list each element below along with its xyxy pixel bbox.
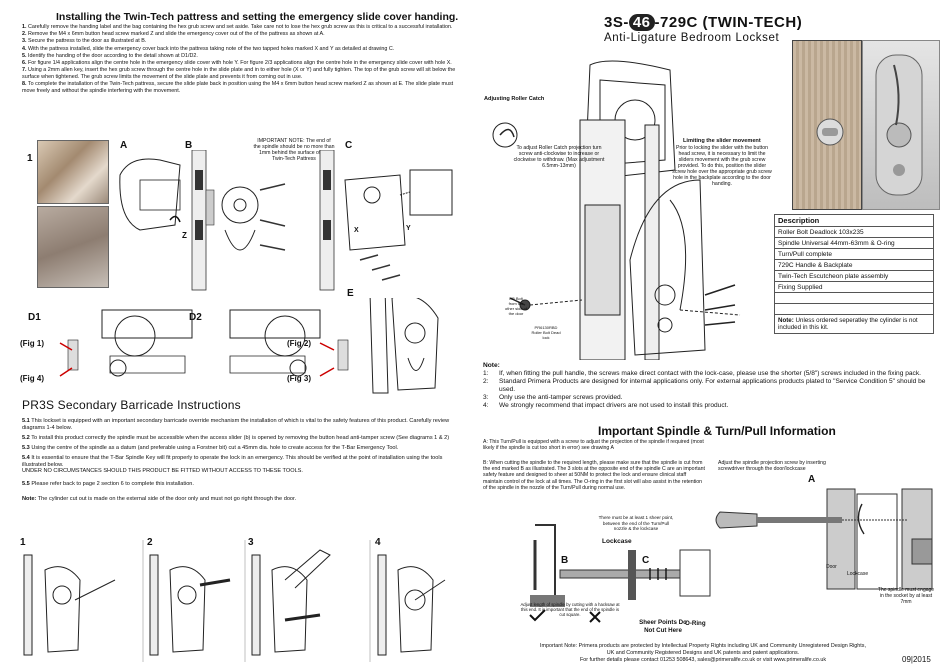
description-header: Description xyxy=(774,214,934,227)
note-item: 4:We strongly recommend that impact driv… xyxy=(483,402,729,409)
notes-block: Note: 1:If, when fitting the pull handle… xyxy=(483,362,933,410)
fig4-label: (Fig 4) xyxy=(20,374,44,383)
product-title: 3S-46-729C (TWIN-TECH) xyxy=(604,14,803,31)
description-row: Roller Bolt Deadlock 103x235 xyxy=(774,226,934,238)
description-row: Fixing Supplied xyxy=(774,281,934,293)
install-step: 6. For figure 1/4 applications align the… xyxy=(22,59,452,66)
install-step: 3. Secure the pattress to the door as il… xyxy=(22,38,147,45)
barricade-para: 5.4 It is essential to ensure that the T… xyxy=(22,454,443,468)
description-row xyxy=(774,303,934,315)
diagram-label-d2: D2 xyxy=(189,312,202,323)
important-note: IMPORTANT NOTE: The end of the spindle s… xyxy=(253,138,335,162)
barricade-title: PR3S Secondary Barricade Instructions xyxy=(22,398,241,412)
barricade-warning: UNDER NO CIRCUMSTANCES SHOULD THIS PRODU… xyxy=(22,468,303,475)
spindle-cutting-diagram xyxy=(529,524,711,623)
spindle-engage-note: The spindle must engage in the socket by… xyxy=(877,587,935,605)
install-step: 1. Carefully remove the handing label an… xyxy=(22,24,453,30)
fig1-label: (Fig 1) xyxy=(20,339,44,348)
cut-length-note: Adjust length of spindle by cutting with… xyxy=(520,602,620,618)
install-step: 7. Using a 2mm allen key, insert the hex… xyxy=(22,67,456,80)
pattress-diagrams-top: Z X Y xyxy=(119,150,453,291)
barricade-step-4: 4 xyxy=(375,537,381,548)
description-row: 729C Handle & Backplate xyxy=(774,259,934,271)
diagram-label-d1: D1 xyxy=(28,312,41,323)
pattress-photo-bottom xyxy=(37,206,109,288)
note-item: 1:If, when fitting the pull handle, the … xyxy=(483,370,921,377)
footer-date: 09|2015 xyxy=(902,655,931,664)
description-row xyxy=(774,292,934,304)
barricade-note: Note: The cylinder cut out is made on th… xyxy=(22,496,297,503)
fig3-label: (Fig 3) xyxy=(287,374,311,383)
diagram-label-e: E xyxy=(347,288,354,299)
install-step: 4. With the pattress installed, slide th… xyxy=(22,45,395,52)
barricade-step-1: 1 xyxy=(20,537,26,548)
m5-bolt-label: M5 Bolt from the other side of the door xyxy=(505,296,528,316)
slider-limit-text: Prior to locking the slider with the but… xyxy=(672,145,772,187)
roller-catch-text: To adjust Roller Catch projection turn s… xyxy=(513,145,605,169)
barricade-para: 5.3 Using the centre of the spindle as a… xyxy=(22,444,399,451)
diagram-label-a: A xyxy=(120,140,128,151)
product-subtitle: Anti-Ligature Bedroom Lockset xyxy=(604,32,780,44)
svg-text:Y: Y xyxy=(406,225,411,232)
spindle-para-b: B: When cutting the spindle to the requi… xyxy=(483,460,705,491)
lockset-exploded-diagram xyxy=(492,60,741,360)
description-table: Description Roller Bolt Deadlock 103x235… xyxy=(774,214,934,334)
spindle-label-b: B xyxy=(561,555,569,566)
install-step: 5. Identify the handing of the door acco… xyxy=(22,52,198,59)
diagram-label-1: 1 xyxy=(27,153,33,164)
note-item: 3:Only use the anti-tamper screws provid… xyxy=(483,394,623,401)
barricade-para: 5.2 To install this product correctly th… xyxy=(22,434,450,441)
product-photo-hardware xyxy=(816,54,923,196)
notes-label: Note: xyxy=(483,362,500,369)
install-step: 2. Remove the M4 x 6mm button head screw… xyxy=(22,31,325,38)
barricade-step-3: 3 xyxy=(248,537,254,548)
spindle-label-a: A xyxy=(808,474,816,485)
roller-catch-title: Adjusting Roller Catch xyxy=(484,96,545,102)
install-step: 8. To complete the installation of the T… xyxy=(22,80,454,94)
diagram-label-c: C xyxy=(345,140,353,151)
barricade-step-2: 2 xyxy=(147,537,153,548)
barricade-para: 5.5 Please refer back to page 2 section … xyxy=(22,481,194,488)
diagram-label-b: B xyxy=(185,140,193,151)
sheer-points-label: Sheer Points Do Not Cut Here xyxy=(639,619,687,634)
spindle-para-a: A: This Turn/Pull is equipped with a scr… xyxy=(483,439,704,452)
description-note: Note: Unless ordered seperatley the cyli… xyxy=(774,314,934,334)
svg-text:Z: Z xyxy=(182,231,187,240)
install-steps: 1. Carefully remove the handing label an… xyxy=(22,24,460,95)
description-row: Spindle Universal 44mm-63mm & O-ring xyxy=(774,237,934,249)
barricade-para: 5.1 This lockset is equipped with an imp… xyxy=(22,418,450,431)
footer-ip-note: Important Note: Primera products are pro… xyxy=(540,643,866,663)
spindle-projection-diagram xyxy=(715,488,933,590)
handing-diagrams xyxy=(59,298,439,394)
spindle-lockcase-label-2: Lockcase xyxy=(847,571,869,577)
barricade-paras: 5.1 This lockset is equipped with an imp… xyxy=(22,418,458,506)
spindle-door-label: Door xyxy=(826,564,837,570)
description-row: Turn/Pull complete xyxy=(774,248,934,260)
spindle-title: Important Spindle & Turn/Pull Informatio… xyxy=(598,424,836,438)
svg-text:X: X xyxy=(354,227,359,234)
o-ring-label: O-Ring xyxy=(685,620,706,627)
sheer-point-note: There must be at least 1 sheer point, be… xyxy=(598,515,674,532)
pattress-photo-top xyxy=(37,140,109,204)
spindle-adjust-note: Adjust the spindle projection screw by i… xyxy=(718,460,826,473)
spindle-lockcase-label: Lockcase xyxy=(602,538,632,545)
spindle-label-c: C xyxy=(642,555,650,566)
barricade-diagrams xyxy=(23,540,446,662)
roller-deadlock-label: PR6130RBD Roller Bolt Dead lock xyxy=(531,325,561,340)
install-title: Installing the Twin-Tech pattress and se… xyxy=(56,11,459,23)
product-title-badge: 46 xyxy=(628,14,655,31)
description-row: Twin-Tech Escutcheon plate assembly xyxy=(774,270,934,282)
note-item: 2:Standard Primera Products are designed… xyxy=(483,378,926,393)
fig2-label: (Fig 2) xyxy=(287,339,311,348)
slider-limit-title: Limiting the slider movement xyxy=(683,138,761,144)
